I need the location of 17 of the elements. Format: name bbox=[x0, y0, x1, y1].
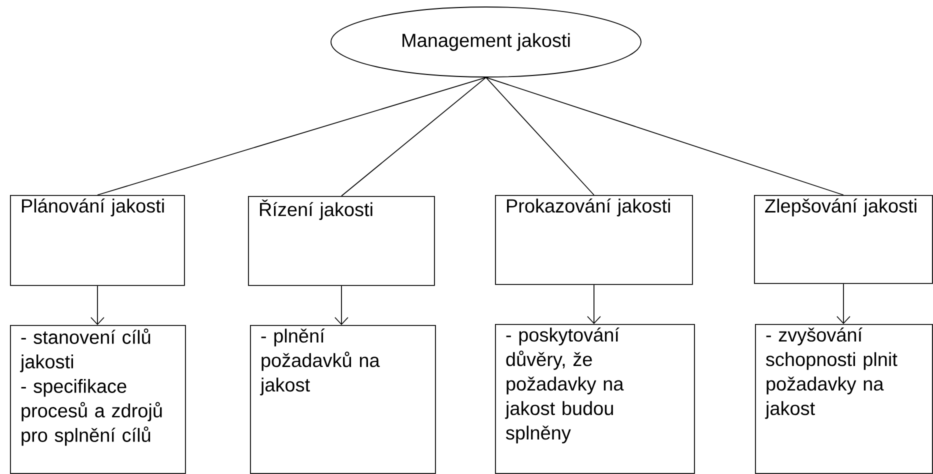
ellipse-node: Management jakosti bbox=[330, 6, 642, 78]
arrow bbox=[587, 284, 601, 324]
description-box: - poskytování důvěry, že požadavky na jakost budou splněny bbox=[495, 324, 695, 474]
concept-box: Plánování jakosti bbox=[10, 195, 185, 286]
connector-line bbox=[486, 77, 594, 196]
connector-line bbox=[486, 77, 844, 196]
description-box: - plnění požadavků na jakost bbox=[250, 325, 436, 474]
arrow bbox=[836, 283, 850, 324]
connector-line bbox=[341, 77, 486, 196]
connector-line bbox=[97, 77, 486, 196]
concept-box: Zlepšování jakosti bbox=[754, 195, 933, 284]
concept-box: Řízení jakosti bbox=[248, 196, 435, 286]
concept-box: Prokazování jakosti bbox=[495, 195, 693, 285]
description-box: - stanovení cílů jakosti - specifikace procesů a zdrojů pro splnění cílů bbox=[10, 325, 186, 474]
arrow bbox=[334, 285, 348, 325]
arrow bbox=[90, 285, 104, 325]
description-box: - zvyšování schopnosti plnit požadavky na jakost bbox=[755, 324, 933, 474]
